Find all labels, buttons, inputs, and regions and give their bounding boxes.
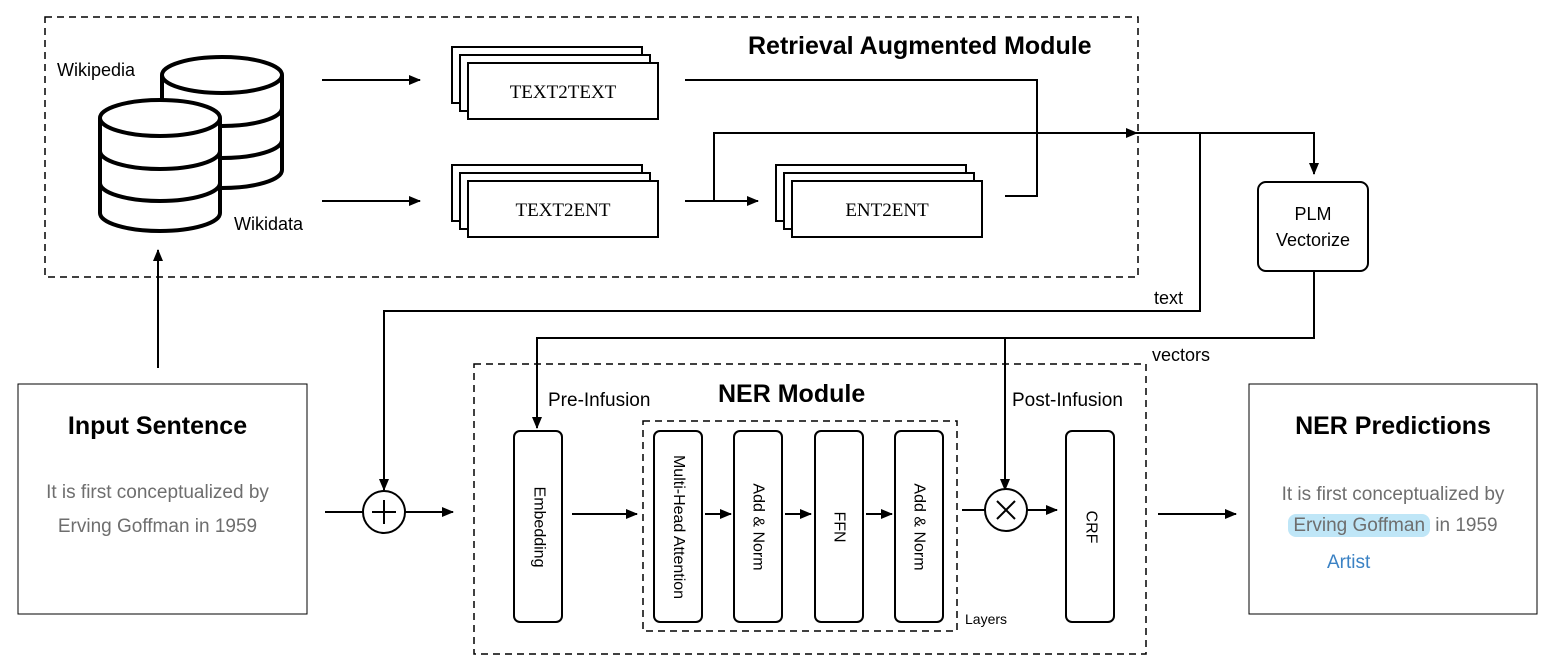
ffn-label: FFN xyxy=(830,510,848,543)
text2text-stack xyxy=(451,46,659,120)
layers-label: Layers xyxy=(965,611,1008,627)
ner-predictions-box xyxy=(1248,383,1538,615)
plm-vectorize-box xyxy=(1257,181,1369,272)
plm-label-line1: PLM xyxy=(1294,204,1332,224)
ent2ent-label: ENT2ENT xyxy=(845,200,929,221)
retrieval-module-title: Retrieval Augmented Module xyxy=(748,32,1092,60)
embedding-label: Embedding xyxy=(530,486,548,567)
input-sentence-line1: It is first conceptualized by xyxy=(46,482,269,503)
attention-block xyxy=(653,430,703,623)
ent2ent-stack xyxy=(775,164,983,238)
crf-label: CRF xyxy=(1081,510,1099,543)
ner-connectors xyxy=(325,505,1237,519)
plm-label-line2: Vectorize xyxy=(1275,230,1351,250)
plus-operator-icon xyxy=(362,490,406,534)
retrieval-connectors xyxy=(153,75,1319,491)
add-norm-2-label: Add & Norm xyxy=(911,482,929,571)
ner-predictions-line2: Erving Goffman in 1959 xyxy=(1249,514,1537,537)
wikidata-label: Wikidata xyxy=(234,214,304,234)
embedding-block xyxy=(513,430,563,623)
times-operator-icon xyxy=(984,488,1028,532)
entity-highlight: Erving Goffman xyxy=(1288,514,1431,537)
add-norm-1-label: Add & Norm xyxy=(750,482,768,571)
retrieval-module-frame xyxy=(44,16,1139,278)
ffn-block xyxy=(814,430,864,623)
wikidata-database-icon xyxy=(98,98,222,233)
ner-predictions-line2-rest: in 1959 xyxy=(1430,515,1498,536)
post-infusion-label: Post-Infusion xyxy=(1012,390,1123,411)
vectors-flow-label: vectors xyxy=(1152,345,1211,365)
ner-predictions-title: NER Predictions xyxy=(1295,412,1491,440)
wikipedia-label: Wikipedia xyxy=(57,60,136,80)
text2ent-stack xyxy=(451,164,659,238)
input-sentence-box xyxy=(17,383,308,615)
text-flow-label: text xyxy=(1154,288,1184,308)
text2text-label: TEXT2TEXT xyxy=(509,82,617,103)
transformer-layers-frame xyxy=(642,420,958,632)
ner-module-frame xyxy=(473,363,1147,655)
input-sentence-line2: Erving Goffman in 1959 xyxy=(57,516,258,537)
add-norm-2-block xyxy=(894,430,944,623)
ner-module-title: NER Module xyxy=(718,380,866,408)
input-sentence-title: Input Sentence xyxy=(67,412,248,440)
entity-type-label: Artist xyxy=(1327,552,1371,573)
text2ent-label: TEXT2ENT xyxy=(515,200,611,221)
ner-predictions-line1: It is first conceptualized by xyxy=(1281,484,1505,505)
attention-label: Multi-Head Attention xyxy=(670,454,688,599)
pre-infusion-label: Pre-Infusion xyxy=(548,390,651,411)
crf-block xyxy=(1065,430,1115,623)
add-norm-1-block xyxy=(733,430,783,623)
